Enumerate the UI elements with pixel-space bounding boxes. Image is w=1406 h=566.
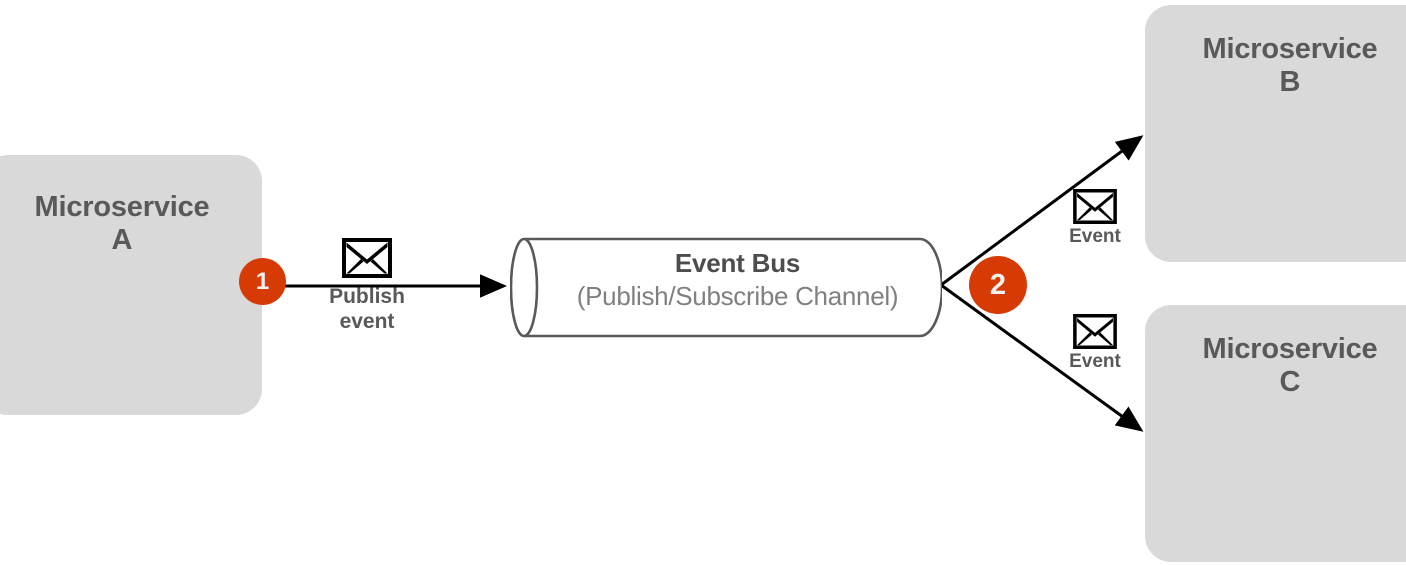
envelope-icon [1073, 189, 1117, 224]
flow-label-event-to-b: Event [1049, 189, 1141, 248]
flow-label-publish-line1: Publish [329, 285, 405, 308]
microservice-a-subtitle: A [111, 224, 133, 257]
envelope-icon [342, 238, 392, 278]
cylinder-shape [509, 237, 944, 338]
step-badge-1[interactable]: 1 [239, 258, 286, 305]
flow-label-event-to-c: Event [1049, 314, 1141, 373]
microservice-b-subtitle: B [1279, 66, 1301, 99]
step-badge-1-number: 1 [255, 267, 270, 295]
node-microservice-b[interactable]: Microservice B [1145, 5, 1406, 262]
node-microservice-a[interactable]: Microservice A [0, 155, 262, 415]
microservice-a-title: Microservice [34, 191, 210, 223]
microservice-c-title: Microservice [1202, 333, 1378, 365]
microservice-c-subtitle: C [1279, 366, 1301, 399]
node-microservice-c[interactable]: Microservice C [1145, 305, 1406, 562]
flow-label-event-c-text: Event [1069, 351, 1121, 372]
flow-label-publish-event: Publish event [296, 238, 438, 335]
node-event-bus[interactable]: Event Bus (Publish/Subscribe Channel) [509, 237, 944, 338]
step-badge-2-number: 2 [989, 268, 1007, 301]
microservice-b-title: Microservice [1202, 33, 1378, 65]
flow-label-publish-line2: event [339, 309, 395, 333]
step-badge-2[interactable]: 2 [969, 256, 1027, 314]
flow-label-event-b-text: Event [1069, 226, 1121, 247]
envelope-icon [1073, 314, 1117, 349]
